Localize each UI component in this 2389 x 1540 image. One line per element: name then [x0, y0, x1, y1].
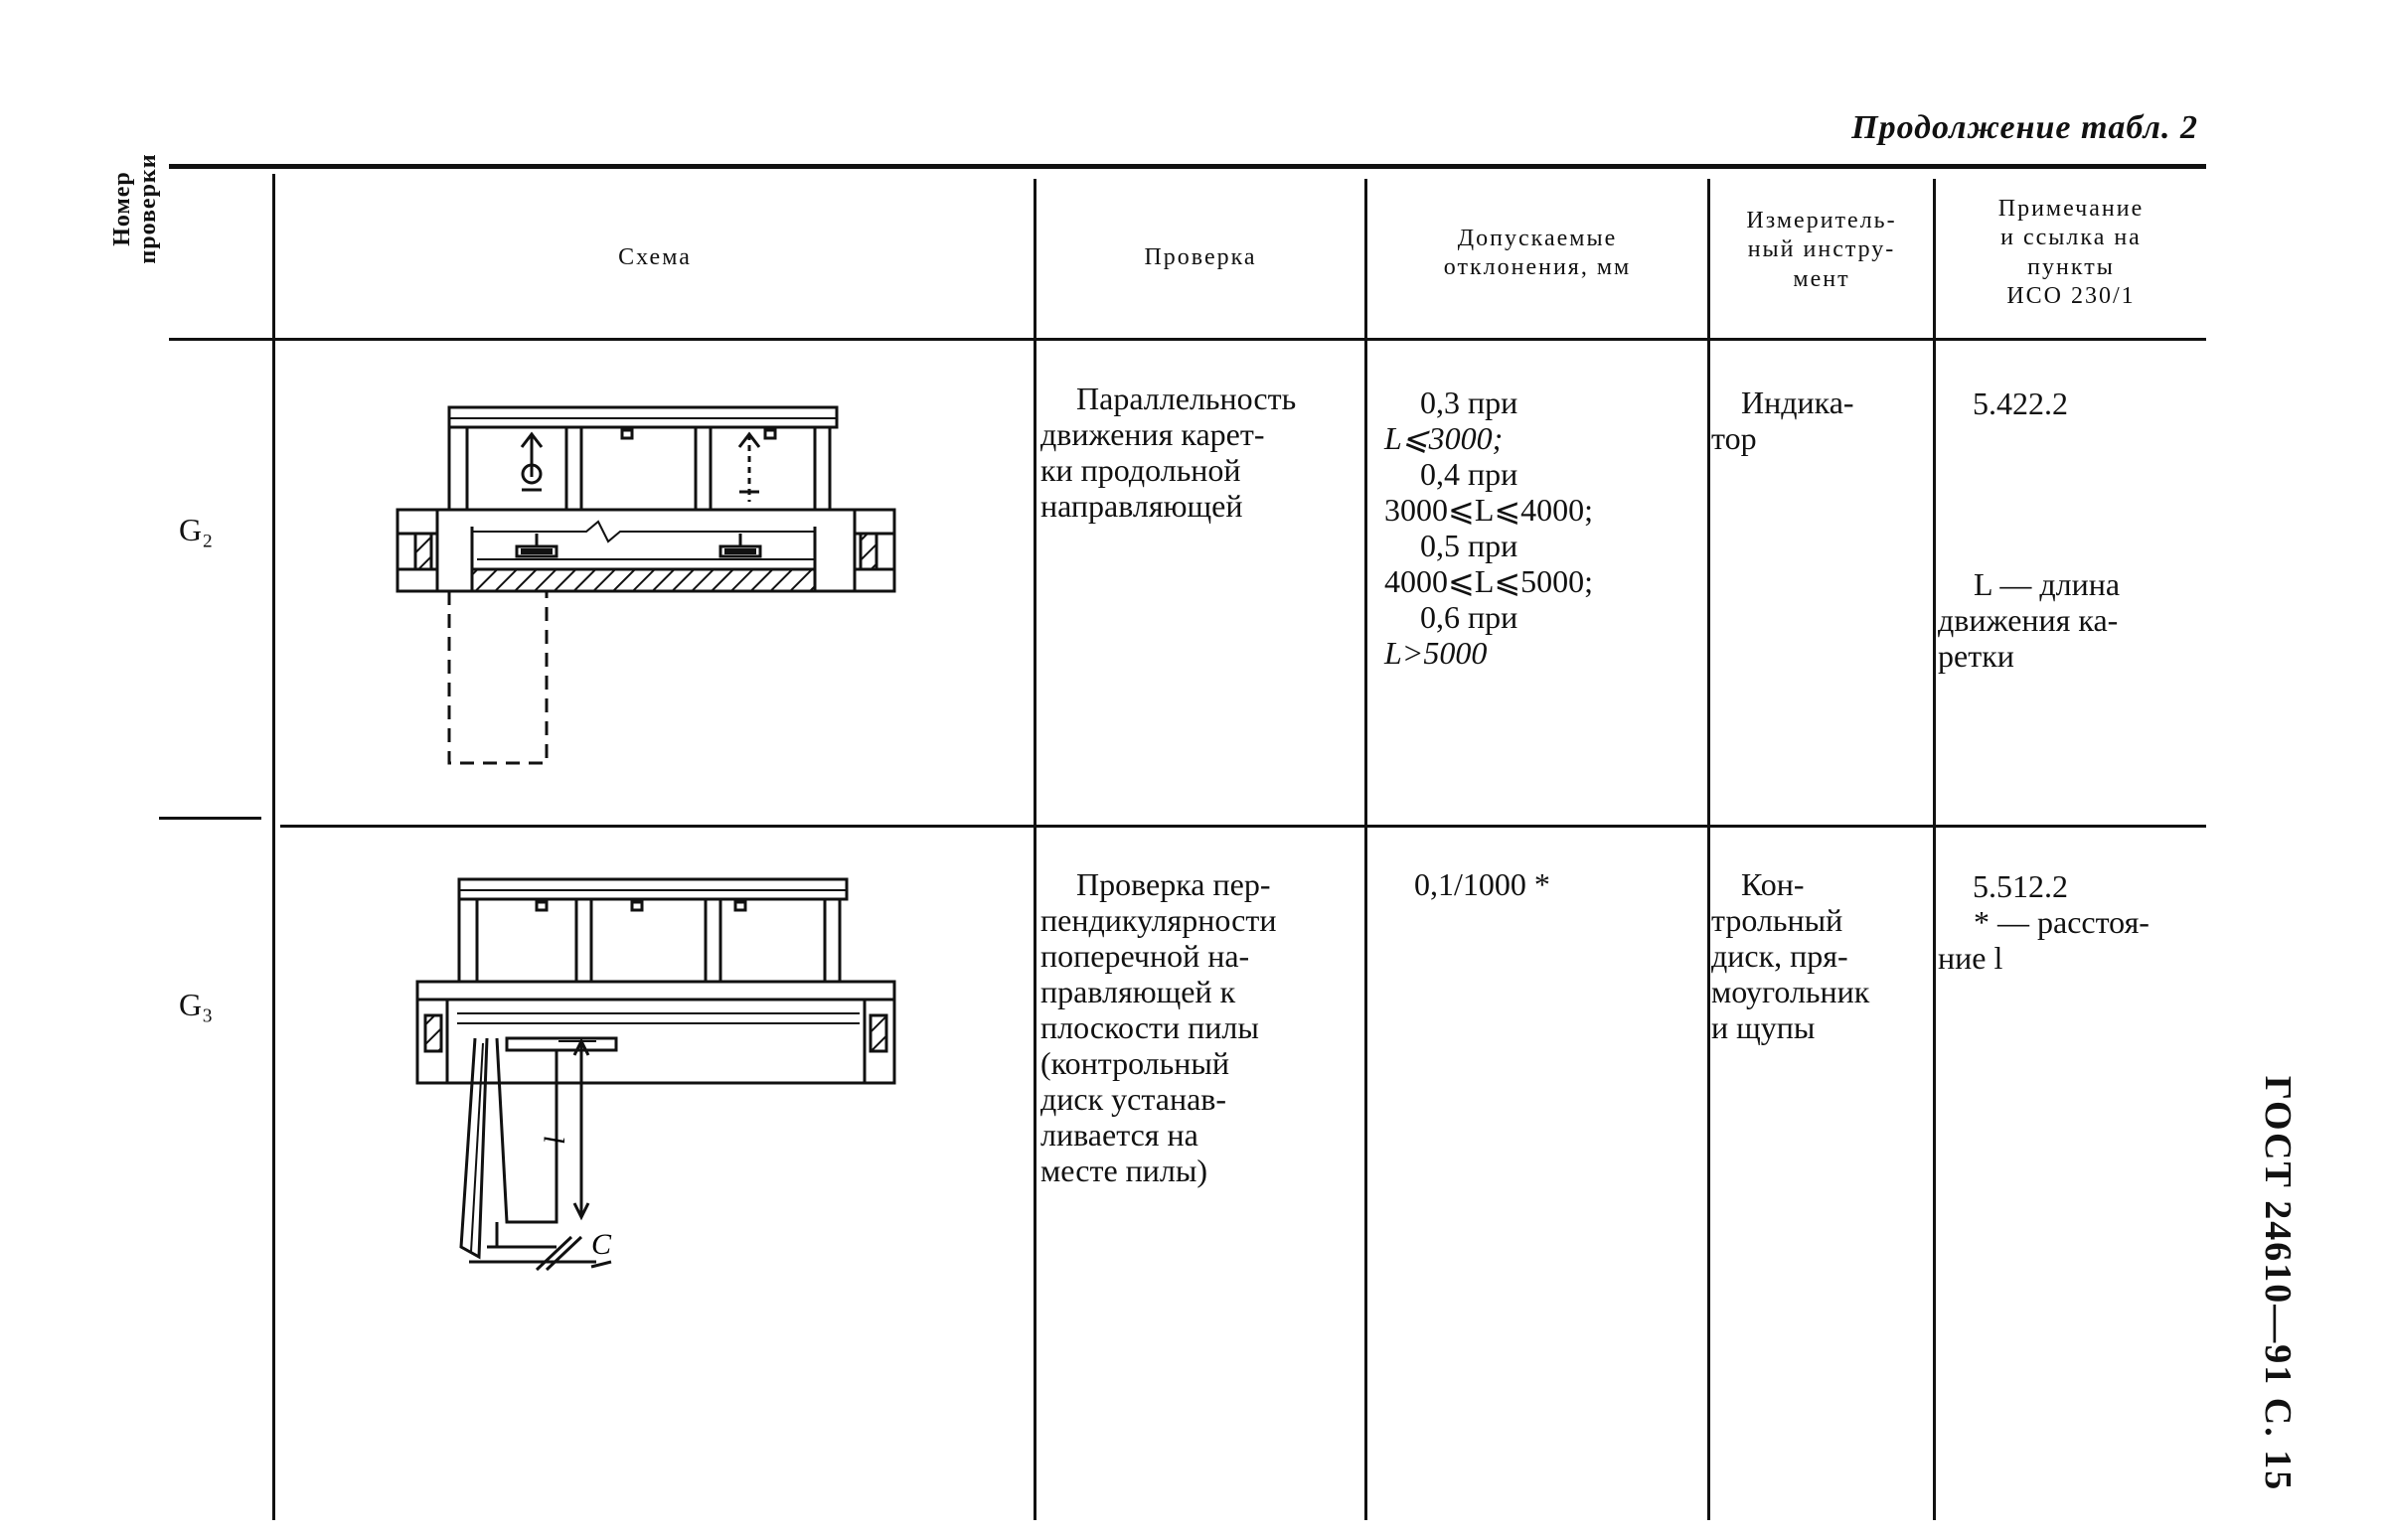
- scheme-g2-diagram: [378, 392, 934, 780]
- instrument-text: Кон- трольный диск, пря- моугольник и щу…: [1711, 866, 1870, 1045]
- tolerance-text: 0,3 при L⩽3000; 0,4 при 3000⩽L⩽4000; 0,5…: [1384, 385, 1594, 671]
- row-number: G₃: [179, 987, 214, 1022]
- gost-page-footer: ГОСТ 24610—91 С. 15: [2257, 1075, 2299, 1492]
- header-tolerance: Допускаемые отклонения, мм: [1443, 226, 1632, 281]
- header-check: Проверка: [1144, 244, 1257, 270]
- row-separator-left: [159, 817, 261, 820]
- header-scheme: Схема: [618, 244, 692, 270]
- col-divider-1: [272, 174, 275, 1520]
- col-divider-5: [1933, 179, 1936, 1520]
- clearance-label-c: C: [591, 1228, 612, 1261]
- scheme-g3-diagram: l C: [388, 864, 934, 1282]
- col-divider-4: [1707, 179, 1710, 1520]
- tolerance-text: 0,1/1000 *: [1414, 866, 1550, 902]
- continuation-title: Продолжение табл. 2: [1851, 109, 2198, 146]
- note-ref: 5.512.2: [1973, 868, 2068, 904]
- dimension-label-l: l: [539, 1137, 571, 1145]
- header-note: Примечание и ссылка на пункты ИСО 230/1: [1997, 196, 2145, 309]
- note-ref: 5.422.2: [1973, 385, 2068, 421]
- note-text: * — расстоя- ние l: [1938, 904, 2150, 976]
- table-top-rule: [169, 164, 2206, 169]
- header-bottom-rule: [169, 338, 2206, 341]
- col-divider-3: [1364, 179, 1367, 1520]
- row-separator: [280, 825, 2206, 828]
- check-text: Проверка пер- пендикулярности поперечной…: [1040, 866, 1277, 1188]
- header-instrument: Измеритель- ный инстру- мент: [1746, 208, 1897, 292]
- col-divider-2: [1034, 179, 1036, 1520]
- check-text: Параллельность движения карет- ки продол…: [1040, 381, 1297, 524]
- row-number: G₂: [179, 512, 214, 547]
- header-number: Номер проверки: [109, 153, 162, 264]
- note-text: L — длина движения ка- ретки: [1938, 566, 2121, 674]
- instrument-text: Индика- тор: [1711, 385, 1854, 456]
